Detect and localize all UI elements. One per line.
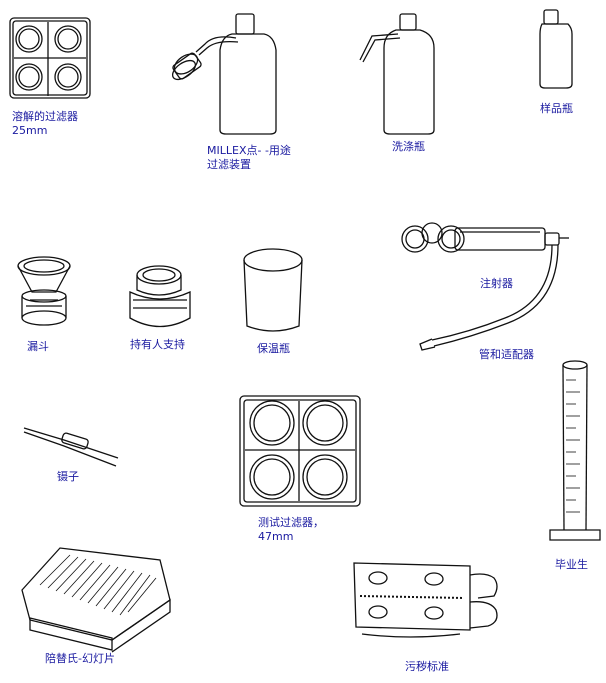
tweezers-illustration	[23, 427, 119, 467]
funnel-illustration	[17, 256, 71, 326]
filter-tray-47mm-illustration	[239, 395, 361, 507]
label-millex-filter: MILLEX点- -用途 过滤装置	[207, 144, 291, 171]
petri-slide-tray-illustration	[21, 547, 171, 653]
label-holder-support: 持有人支持	[130, 338, 185, 351]
sample-bottle-illustration	[539, 9, 573, 89]
label-dissolvable-filter: 溶解的过滤器 25mm	[12, 110, 78, 137]
label-sample-bottle: 样品瓶	[540, 102, 573, 115]
label-syringe: 注射器	[480, 277, 513, 290]
filter-tray-25mm-illustration	[9, 17, 91, 99]
label-graduated-cylinder: 毕业生	[555, 558, 588, 571]
label-thermos-bottle: 保温瓶	[257, 342, 290, 355]
label-funnel: 漏斗	[27, 340, 49, 353]
holder-support-illustration	[129, 265, 191, 328]
thermos-bottle-illustration	[243, 248, 303, 332]
label-wash-bottle: 洗涤瓶	[392, 140, 425, 153]
millex-bottle-illustration	[171, 13, 277, 135]
label-petri-slide: 陪替氏-幻灯片	[45, 652, 115, 665]
graduated-cylinder-illustration	[549, 360, 601, 541]
label-tube-adapter: 管和适配器	[479, 348, 534, 361]
wash-bottle-illustration	[359, 13, 435, 135]
contamination-standard-illustration	[353, 562, 498, 638]
tube-adapter-illustration	[419, 244, 559, 351]
label-contamination-standard: 污秽标准	[405, 660, 449, 673]
label-test-filter: 测试过滤器， 47mm	[258, 516, 324, 543]
syringe-illustration	[401, 222, 569, 253]
label-tweezers: 镊子	[57, 470, 79, 483]
